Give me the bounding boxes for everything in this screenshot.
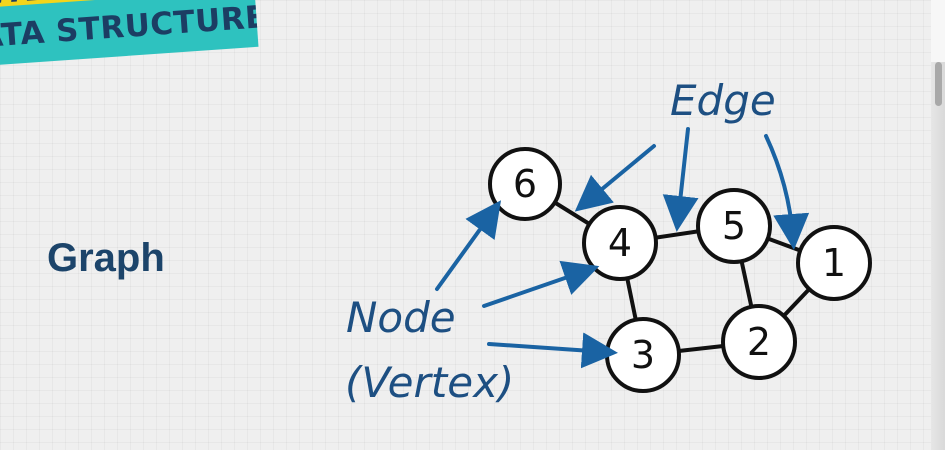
right-edge xyxy=(931,0,945,450)
node-label-3: 3 xyxy=(631,333,655,377)
right-edge-top xyxy=(931,0,945,62)
node-6 xyxy=(488,147,562,221)
scrollbar-thumb[interactable] xyxy=(935,62,942,106)
arrow-edge-to-4-5 xyxy=(662,127,699,232)
node-2 xyxy=(721,304,797,380)
arrow-edge-to-5-1 xyxy=(764,134,810,250)
arrow-node-to-6 xyxy=(435,200,502,291)
edge-label: Edge xyxy=(670,76,776,125)
arrow-edge-to-6-4 xyxy=(574,144,656,212)
node-4 xyxy=(582,205,658,281)
node-1 xyxy=(796,225,872,301)
node-label-6: 6 xyxy=(513,162,537,206)
node-label-5: 5 xyxy=(722,204,746,248)
node-label-2: 2 xyxy=(747,320,771,364)
arrow-node-to-3 xyxy=(487,332,618,369)
node-label-1: 1 xyxy=(822,241,846,285)
node-label: Node xyxy=(346,293,456,342)
vertex-label: (Vertex) xyxy=(345,358,514,407)
page-title: Graph xyxy=(47,236,165,280)
arrow-node-to-4 xyxy=(482,260,600,308)
node-label-4: 4 xyxy=(608,221,632,265)
